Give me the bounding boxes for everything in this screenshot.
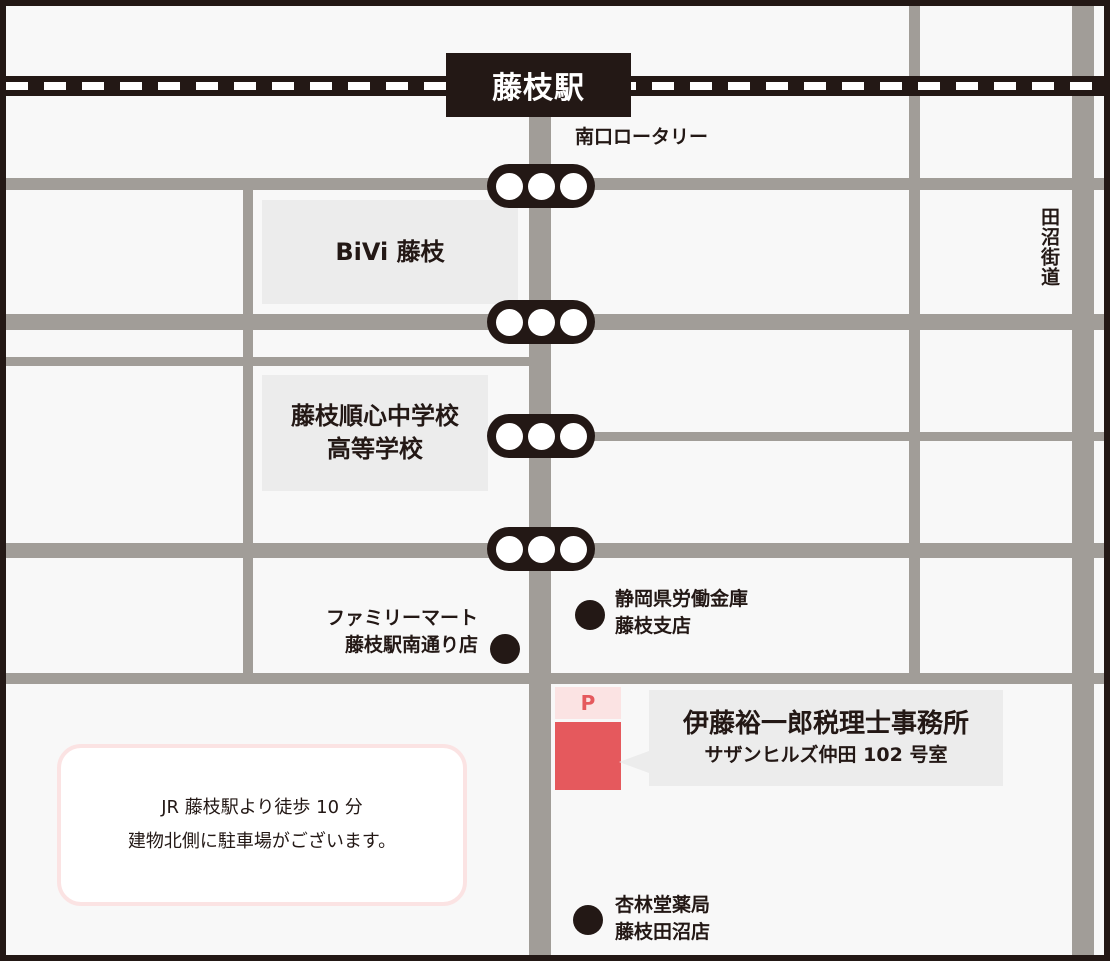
street-label: 田沼街道	[1038, 207, 1060, 287]
traffic-signal-icon	[487, 414, 595, 458]
signal-lamp	[495, 535, 523, 563]
bivi-label: BiVi 藤枝	[335, 237, 445, 266]
bank-label-line-1: 静岡県労働金庫	[615, 588, 749, 610]
school-block: 藤枝順心中学校 高等学校	[262, 375, 488, 491]
signal-lamp	[559, 535, 587, 563]
office-room: サザンヒルズ仲田 102 号室	[704, 744, 948, 766]
signal-lamp	[495, 308, 523, 336]
traffic-signal-icon	[487, 527, 595, 571]
access-note: JR 藤枝駅より徒歩 10 分 建物北側に駐車場がございます。	[57, 744, 467, 906]
bank-label-line-2: 藤枝支店	[615, 615, 692, 637]
signal-lamp	[559, 308, 587, 336]
pharmacy-label-line-1: 杏林堂薬局	[615, 894, 711, 916]
landmark-dot-icon	[490, 634, 520, 664]
east-road-vertical	[909, 6, 920, 674]
signal-lamp	[527, 535, 555, 563]
tanuma-kaido-road	[1072, 6, 1094, 955]
school-label-line-1: 藤枝順心中学校	[291, 402, 459, 430]
road-horizontal-3-west	[6, 357, 529, 366]
road-horizontal-6	[6, 673, 1104, 684]
pharmacy-label-line-2: 藤枝田沼店	[615, 921, 711, 943]
office-callout-pointer	[619, 751, 649, 773]
access-note-line-1: JR 藤枝駅より徒歩 10 分	[161, 797, 363, 818]
signal-lamp	[559, 422, 587, 450]
pharmacy-label: 杏林堂薬局 藤枝田沼店	[615, 892, 710, 946]
traffic-signal-icon	[487, 164, 595, 208]
signal-lamp	[495, 172, 523, 200]
bank-label: 静岡県労働金庫 藤枝支店	[615, 586, 748, 640]
signal-lamp	[559, 172, 587, 200]
landmark-dot-icon	[575, 600, 605, 630]
bivi-block: BiVi 藤枝	[262, 200, 518, 304]
rotary-label: 南口ロータリー	[575, 126, 709, 148]
signal-lamp	[527, 172, 555, 200]
office-callout: 伊藤裕一郎税理士事務所 サザンヒルズ仲田 102 号室	[649, 690, 1003, 786]
parking-icon: P	[555, 687, 621, 719]
signal-lamp	[527, 308, 555, 336]
signal-lamp	[527, 422, 555, 450]
familymart-label-line-2: 藤枝駅南通り店	[344, 634, 478, 656]
traffic-signal-icon	[487, 300, 595, 344]
west-road-lower	[243, 330, 253, 674]
signal-lamp	[495, 422, 523, 450]
familymart-label: ファミリーマート 藤枝駅南通り店	[236, 605, 478, 659]
office-building-marker	[555, 722, 621, 790]
familymart-label-line-1: ファミリーマート	[325, 607, 478, 629]
station-label: 藤枝駅	[446, 53, 631, 117]
west-road-upper	[243, 190, 253, 318]
landmark-dot-icon	[573, 905, 603, 935]
school-label-line-2: 高等学校	[327, 435, 423, 463]
access-note-line-2: 建物北側に駐車場がございます。	[127, 831, 397, 852]
road-horizontal-4-east	[551, 432, 1104, 441]
office-name: 伊藤裕一郎税理士事務所	[682, 709, 969, 739]
